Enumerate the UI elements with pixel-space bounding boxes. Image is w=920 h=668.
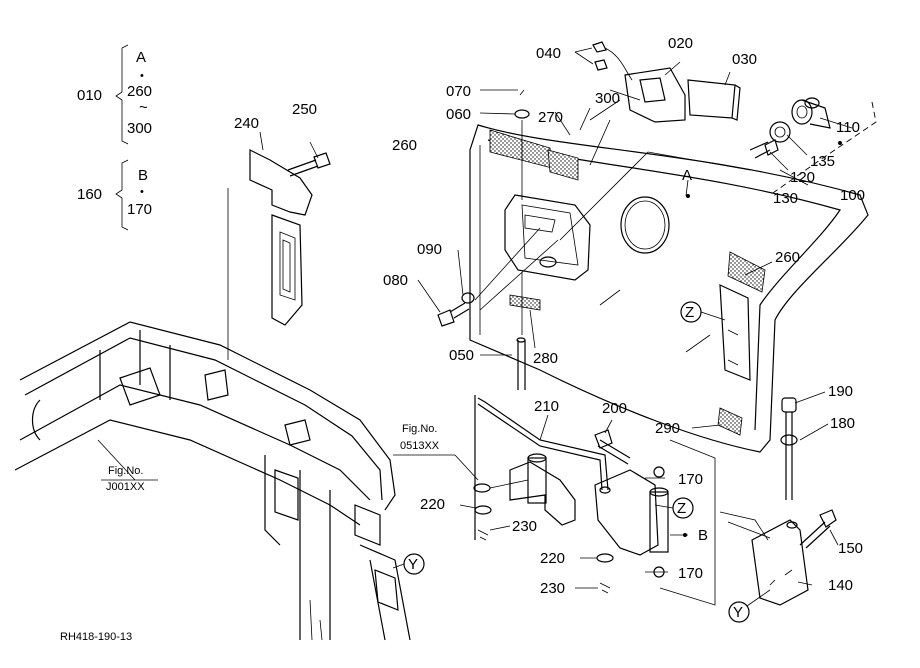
fig-ref-0513xx: Fig.No. 0513XX [400, 423, 440, 452]
callout-290: 290 [655, 420, 680, 437]
marker-135-dot [838, 141, 842, 145]
callout-020: 020 [668, 35, 693, 52]
callout-170-lower: 170 [678, 565, 703, 582]
fig-ref-0513xx-line1: Fig.No. [402, 423, 437, 435]
lock-assembly-100 [749, 97, 877, 196]
group-160-number: 160 [77, 186, 102, 203]
callout-130: 130 [773, 190, 798, 207]
group-160-legend: 160 B • 170 [77, 159, 152, 231]
callout-250: 250 [292, 101, 317, 118]
group-010-number: 010 [77, 87, 102, 104]
callout-060: 060 [446, 106, 471, 123]
group-010-tilde: ~ [139, 99, 148, 116]
marker-z-upper: Z [680, 301, 726, 323]
callout-230-right: 230 [540, 580, 565, 597]
callout-040: 040 [536, 45, 561, 62]
bolt-080 [437, 292, 475, 327]
fig-ref-j001xx: Fig.No. J001XX [106, 465, 145, 493]
callout-180: 180 [830, 415, 855, 432]
callout-220-right: 220 [540, 550, 565, 567]
marker-z-lower: Z [654, 497, 694, 519]
leader-lines [97, 47, 853, 589]
marker-b: B [683, 527, 708, 544]
clip-040 [592, 41, 633, 81]
fig-ref-j001xx-line1: Fig.No. [108, 465, 143, 477]
rod-050 [516, 337, 526, 390]
washer-220b [596, 553, 614, 594]
marker-z-upper-letter: Z [685, 304, 694, 321]
machine-frame [14, 321, 411, 641]
cover-030 [687, 79, 741, 121]
marker-y-right-letter: Y [733, 604, 743, 621]
marker-a: A [682, 167, 692, 198]
callout-030: 030 [732, 51, 757, 68]
marker-y-left: Y [392, 553, 425, 575]
guide-lines [474, 119, 751, 335]
group-010-brace [115, 44, 129, 145]
callout-140: 140 [828, 577, 853, 594]
bolt-150 [799, 509, 837, 549]
callout-240: 240 [234, 115, 259, 132]
hinge-bracket-left [473, 453, 576, 526]
bracket-240 [227, 149, 313, 360]
callout-100: 100 [840, 187, 865, 204]
callout-300: 300 [595, 90, 620, 107]
callout-220-left: 220 [420, 496, 445, 513]
callout-270: 270 [538, 109, 563, 126]
callout-labels: 040 020 030 070 060 270 300 260 260 110 … [234, 35, 865, 597]
pin-170 [653, 466, 665, 578]
hinge-bracket-right [594, 469, 669, 556]
marker-b-letter: B [698, 527, 708, 544]
figure-code: RH418-190-13 [60, 631, 132, 643]
latch-020 [589, 67, 686, 123]
marker-z-lower-letter: Z [677, 500, 686, 517]
callout-210: 210 [534, 398, 559, 415]
bolt-200 [594, 429, 631, 465]
callout-280: 280 [533, 350, 558, 367]
group-010-legend: 010 A • 260 ~ 300 [77, 44, 152, 145]
hinge-rod-210 [474, 395, 609, 540]
callout-260-right: 260 [775, 249, 800, 266]
washer-060 [514, 89, 530, 119]
marker-y-left-letter: Y [408, 556, 418, 573]
callout-070: 070 [446, 83, 471, 100]
callout-135: 135 [810, 153, 835, 170]
callout-260-left: 260 [392, 137, 417, 154]
bolt-190-rod-180 [780, 397, 798, 500]
group-010-line1: A [136, 49, 146, 66]
callout-150: 150 [838, 540, 863, 557]
group-010-line2: 260 [127, 83, 152, 100]
washer-220a [474, 505, 492, 541]
group-010-bullet: • [140, 70, 144, 82]
stay-140 [751, 519, 809, 606]
dashed-hinge-box [659, 439, 771, 606]
bolt-250 [287, 152, 331, 177]
group-160-line1: B [138, 167, 148, 184]
callout-110: 110 [836, 119, 860, 136]
callout-090: 090 [417, 241, 442, 258]
group-160-bullet: • [140, 186, 144, 198]
callout-120: 120 [790, 169, 815, 186]
fig-ref-0513xx-line2: 0513XX [400, 440, 440, 452]
callout-190: 190 [828, 383, 853, 400]
marker-a-letter: A [682, 167, 692, 184]
fig-ref-j001xx-line2: J001XX [106, 481, 145, 493]
group-010-line3: 300 [127, 120, 152, 137]
front-panel-260 [469, 124, 869, 453]
callout-230-left: 230 [512, 518, 537, 535]
callout-200: 200 [602, 400, 627, 417]
group-160-brace [115, 159, 129, 231]
callout-170-upper: 170 [678, 471, 703, 488]
callout-080: 080 [383, 272, 408, 289]
marker-y-right: Y [728, 589, 771, 623]
callout-050: 050 [449, 347, 474, 364]
group-160-line2: 170 [127, 201, 152, 218]
